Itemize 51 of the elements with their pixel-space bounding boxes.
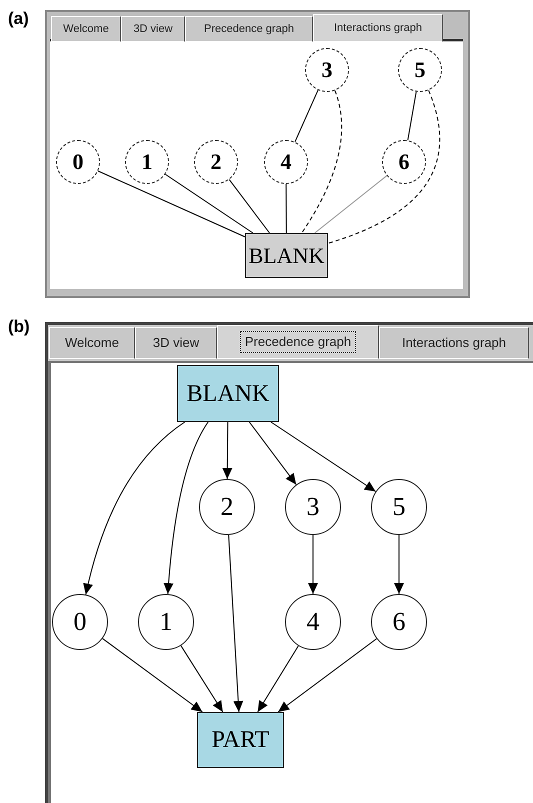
- node-label: 4: [306, 609, 320, 635]
- arrow: [222, 422, 232, 480]
- arrow: [278, 638, 378, 712]
- box-node: [197, 712, 284, 768]
- tab: 3D view: [135, 327, 217, 359]
- arrow: [228, 534, 244, 712]
- node-label: 0: [74, 609, 86, 635]
- arrow: [164, 422, 209, 595]
- node-label: BLANK: [248, 244, 324, 266]
- node-label: 3: [322, 59, 332, 81]
- arrow: [394, 534, 404, 594]
- node-label: 1: [142, 151, 152, 173]
- node-label: BLANK: [186, 382, 270, 406]
- node-label: 5: [392, 494, 406, 520]
- arrow: [308, 534, 318, 594]
- arrow: [270, 422, 376, 492]
- panel-label: (a): [8, 8, 29, 30]
- connector-line: [407, 91, 417, 141]
- connector-line: [286, 184, 287, 234]
- connector-line: [328, 90, 440, 244]
- box-node: [245, 233, 328, 278]
- node-label: PART: [212, 728, 270, 752]
- node-label: 5: [414, 59, 426, 81]
- connector-line: [98, 170, 246, 238]
- tab: Welcome: [51, 16, 121, 42]
- tab: Welcome: [49, 327, 135, 359]
- node-label: 3: [306, 494, 320, 520]
- connector-line: [294, 90, 319, 142]
- connector-line: [228, 179, 270, 234]
- tab: Interactions graph: [379, 327, 529, 359]
- node-label: 1: [160, 609, 172, 635]
- arrow: [180, 645, 224, 712]
- tab: Precedence graph: [217, 325, 379, 359]
- panel-label: (b): [8, 316, 30, 338]
- node-label: 0: [72, 151, 84, 173]
- tab: Precedence graph: [185, 16, 313, 42]
- node-label: 2: [210, 151, 222, 173]
- arrow: [83, 422, 186, 596]
- connector-line: [301, 90, 342, 234]
- tab: 3D view: [121, 16, 185, 42]
- node-label: 6: [398, 151, 410, 173]
- node-label: 6: [392, 609, 406, 635]
- tab: Interactions graph: [313, 14, 443, 42]
- node-label: 2: [220, 494, 234, 520]
- node-label: 4: [280, 151, 292, 173]
- arrow: [257, 645, 299, 712]
- connector-line: [314, 175, 388, 234]
- arrow: [102, 638, 203, 712]
- connector-line: [164, 174, 254, 234]
- box-node: [177, 365, 279, 422]
- arrow: [248, 422, 297, 486]
